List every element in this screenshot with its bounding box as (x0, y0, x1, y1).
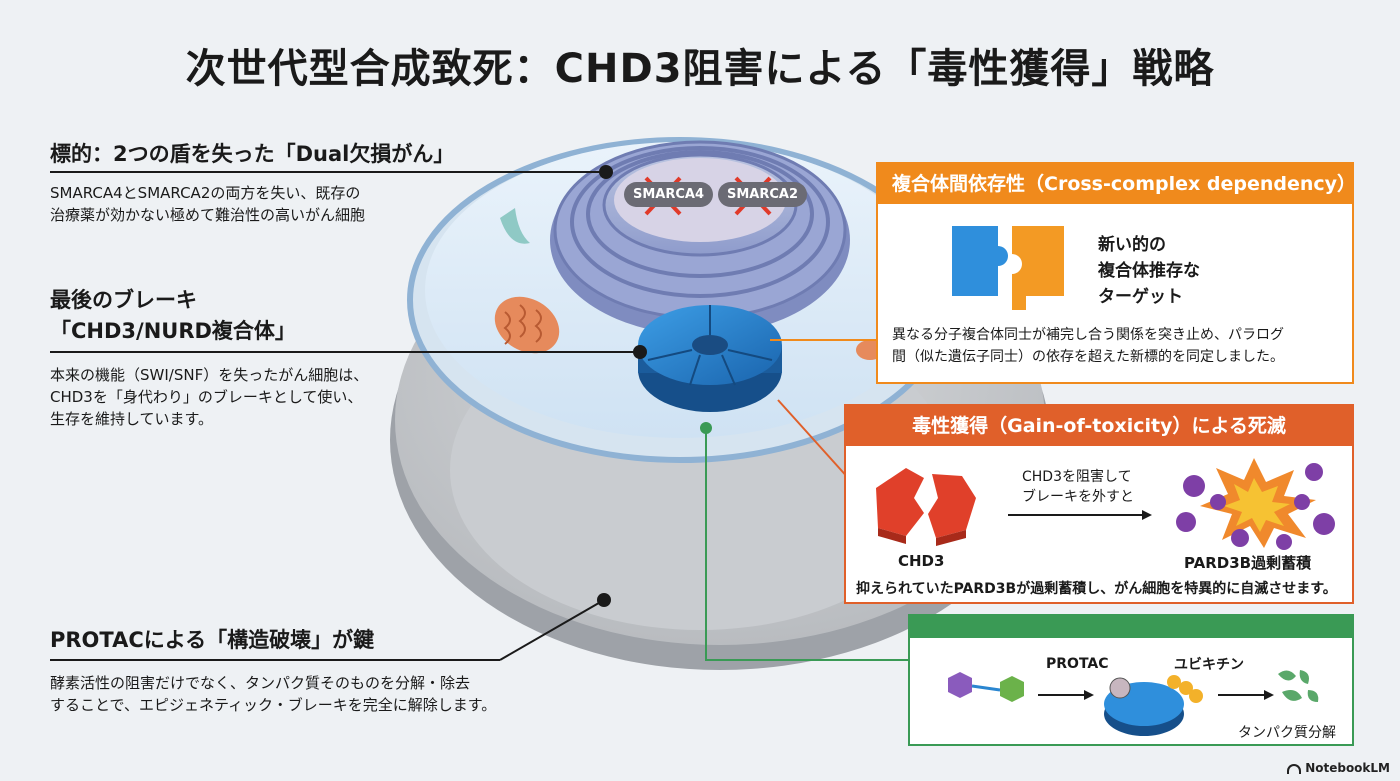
protac-body-line1: 酵素活性の阻害だけでなく、タンパク質そのものを分解・除去 (50, 674, 471, 692)
dependency-label-line2: 複合体推存な (1098, 261, 1200, 281)
toxicity-panel-header: 毒性獲得（Gain-of-toxicity）による死滅 (846, 406, 1352, 446)
arrow-right-icon (1038, 690, 1094, 700)
dependency-label-line3: ターゲット (1098, 287, 1183, 307)
brake-body-line1: 本来の機能（SWI/SNF）を失ったがん細胞は、 (50, 366, 369, 384)
chd3-nurd-complex (638, 305, 782, 412)
protac-complex-icon (1104, 675, 1203, 736)
toxicity-arrow-text-line1: CHD3を阻害して (1022, 469, 1132, 485)
pointer-dot (597, 593, 611, 607)
notebooklm-logo-icon (1287, 763, 1302, 774)
broken-chd3-icon (876, 468, 976, 546)
chd3-label: CHD3 (898, 552, 945, 570)
dependency-label-line1: 新い的の (1098, 235, 1166, 255)
page-title: 次世代型合成致死：CHD3阻害による「毒性獲得」戦略 (185, 46, 1215, 92)
arrow-right-icon (1008, 510, 1152, 520)
connector-lines (50, 171, 912, 661)
notebooklm-watermark: NotebookLM (1287, 761, 1390, 775)
puzzle-pieces-icon (952, 226, 1064, 310)
protac-panel: PROTAC ユビキチン タンパク質分解 (908, 614, 1354, 746)
mitochondrion (494, 296, 560, 354)
ubiquitin-label: ユビキチン (1174, 657, 1244, 673)
pard3b-accumulation-icon (1176, 458, 1335, 550)
dependency-body-line1: 異なる分子複合体同士が補完し合う関係を突き止め、パラログ (892, 327, 1284, 343)
protac-molecule-icon (948, 672, 1024, 702)
brake-heading-line2: 「CHD3/NURD複合体」 (50, 319, 296, 343)
toxicity-panel: 毒性獲得（Gain-of-toxicity）による死滅 CHD3 CHD3を阻害… (844, 404, 1354, 604)
protac-label: PROTAC (1046, 656, 1109, 672)
dependency-panel: 複合体間依存性（Cross-complex dependency） 新い的の 複… (876, 162, 1356, 384)
smarca2-pill: SMARCA2 (718, 182, 808, 207)
target-heading: 標的：2つの盾を失った「Dual欠損がん」 (50, 142, 455, 166)
pointer-dot (633, 345, 647, 359)
brake-body-line3: 生存を維持しています。 (50, 410, 214, 428)
dependency-body-line2: 間（似た遺伝子同士）の依存を超えた新標的を同定しました。 (892, 349, 1284, 365)
smarca4-pill: SMARCA4 (624, 182, 714, 207)
pointer-dot (700, 422, 712, 434)
brake-heading-line1: 最後のブレーキ (50, 288, 197, 312)
arrow-right-icon (1218, 690, 1274, 700)
degraded-fragments-icon (1278, 670, 1319, 702)
protac-panel-header (910, 616, 1352, 638)
dependency-panel-header: 複合体間依存性（Cross-complex dependency） (878, 164, 1356, 204)
pard3b-label: PARD3B過剰蓄積 (1184, 554, 1312, 572)
target-body-line1: SMARCA4とSMARCA2の両方を失い、既存の (50, 184, 361, 202)
protac-body-line2: することで、エピジェネティック・ブレーキを完全に解除します。 (50, 696, 497, 714)
pointer-dot (599, 165, 613, 179)
organelle (500, 208, 530, 244)
protac-heading: PROTACによる「構造破壊」が鍵 (50, 628, 375, 652)
target-body-line2: 治療薬が効かない極めて難治性の高いがん細胞 (50, 206, 366, 224)
toxicity-body: 抑えられていたPARD3Bが過剰蓄積し、がん細胞を特異的に自滅させます。 (856, 581, 1337, 597)
degradation-label: タンパク質分解 (1238, 725, 1336, 741)
watermark-text: NotebookLM (1305, 761, 1390, 775)
toxicity-arrow-text-line2: ブレーキを外すと (1022, 489, 1134, 505)
brake-body-line2: CHD3を「身代わり」のブレーキとして使い、 (50, 388, 363, 406)
